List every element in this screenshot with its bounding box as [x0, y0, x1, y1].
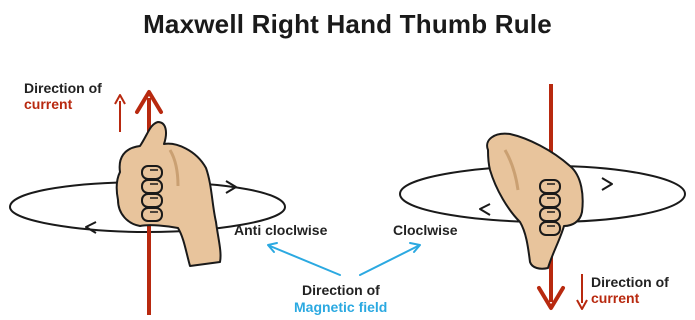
direction-of-magnetic-field-label: Direction of — [302, 282, 380, 298]
right-current-indicator-arrow — [577, 274, 587, 309]
right-loop-arrow-bottom — [480, 204, 490, 215]
magnetic-field-label: Magnetic field — [294, 299, 387, 315]
clockwise-label: Cloclwise — [393, 222, 458, 238]
right-hand — [487, 134, 583, 269]
magnetic-field-pointers — [268, 243, 420, 275]
left-loop-arrow-bottom — [86, 222, 96, 233]
right-direction-of-label: Direction of — [591, 274, 669, 290]
left-current-indicator-arrow — [115, 95, 125, 132]
left-direction-of-label: Direction of — [24, 80, 102, 96]
left-current-label: current — [24, 96, 72, 112]
anti-clockwise-label: Anti cloclwise — [234, 222, 327, 238]
right-current-label: current — [591, 290, 639, 306]
left-hand — [117, 122, 221, 266]
right-loop-arrow-top — [602, 178, 612, 190]
